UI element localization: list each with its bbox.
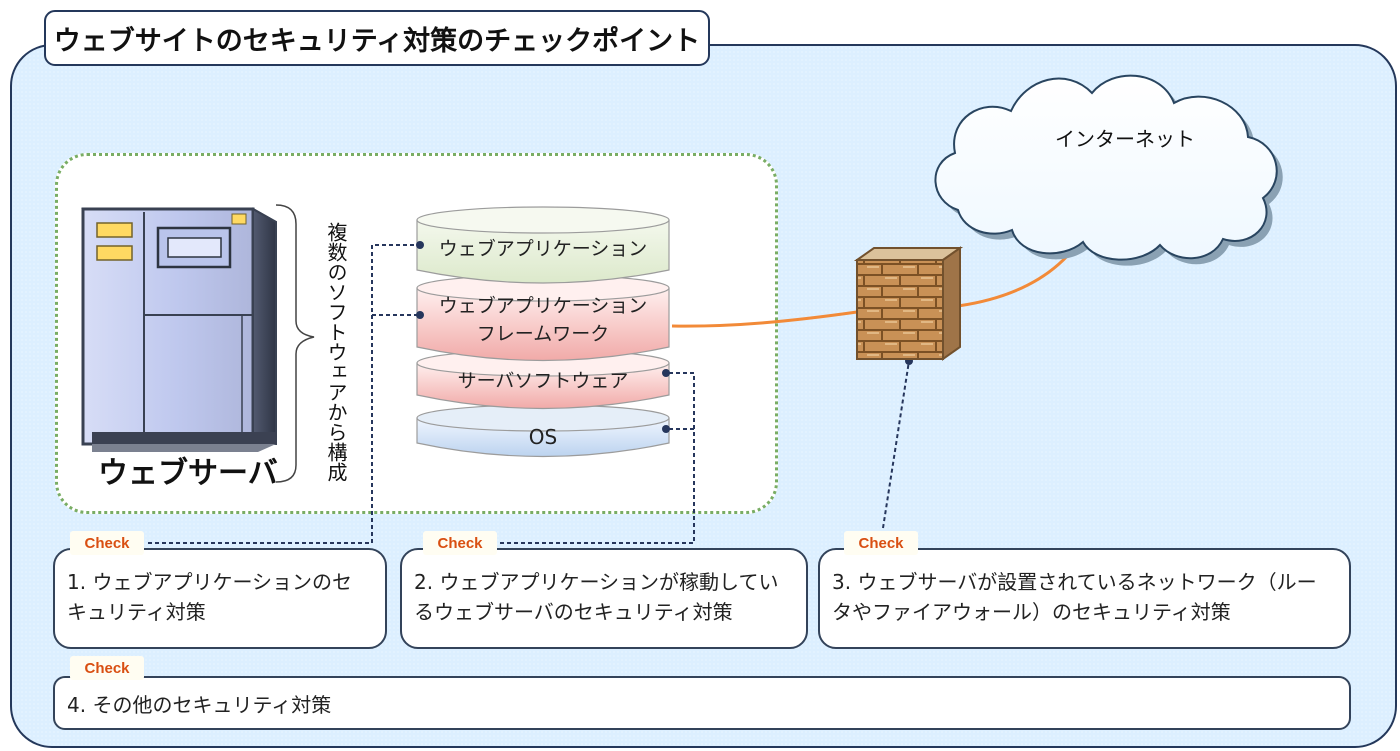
- web-application-layer-top: [416, 206, 670, 234]
- web-application-layer-shape: [416, 220, 670, 284]
- checkpoint-box-4: 4. その他のセキュリティ対策: [53, 676, 1351, 730]
- software-composition-label: 複数のソフトウェアから構成: [324, 222, 348, 482]
- software-layer-os: OS: [528, 424, 558, 449]
- firewall-icon: [853, 246, 964, 361]
- check-badge-2: Check: [423, 531, 497, 555]
- checkpoint-text-1: 1. ウェブアプリケーションのセキュリティ対策: [67, 570, 353, 624]
- software-layer-stack: [416, 206, 670, 458]
- checkpoint-text-4: 4. その他のセキュリティ対策: [67, 693, 332, 717]
- checkpoint-box-1: 1. ウェブアプリケーションのセキュリティ対策: [53, 548, 387, 649]
- checkpoint-text-3: 3. ウェブサーバが設置されているネットワーク（ルータやファイアウォール）のセキ…: [832, 570, 1317, 624]
- software-layer-framework: ウェブアプリケーション フレームワーク: [438, 295, 648, 345]
- software-layer-web-application: ウェブアプリケーション: [438, 238, 648, 260]
- software-layer-server-software: サーバソフトウェア: [457, 370, 629, 392]
- web-server-label: ウェブサーバ: [98, 456, 278, 491]
- check-badge-3: Check: [844, 531, 918, 555]
- check-badge-1: Check: [70, 531, 144, 555]
- checkpoint-text-2: 2. ウェブアプリケーションが稼動しているウェブサーバのセキュリティ対策: [414, 570, 779, 624]
- check-badge-4: Check: [70, 656, 144, 680]
- diagram-title: ウェブサイトのセキュリティ対策のチェックポイント: [44, 10, 710, 66]
- framework-layer-shape: [416, 288, 670, 362]
- checkpoint-box-3: 3. ウェブサーバが設置されているネットワーク（ルータやファイアウォール）のセキ…: [818, 548, 1351, 649]
- server-cabinet-icon: [81, 207, 277, 452]
- network-cable-server: [671, 310, 858, 328]
- internet-label: インターネット: [1055, 127, 1195, 151]
- internet-cloud-icon: [934, 74, 1283, 266]
- software-brace: [275, 204, 315, 483]
- checkpoint-box-2: 2. ウェブアプリケーションが稼動しているウェブサーバのセキュリティ対策: [400, 548, 808, 649]
- check-connector-lines: [148, 244, 910, 544]
